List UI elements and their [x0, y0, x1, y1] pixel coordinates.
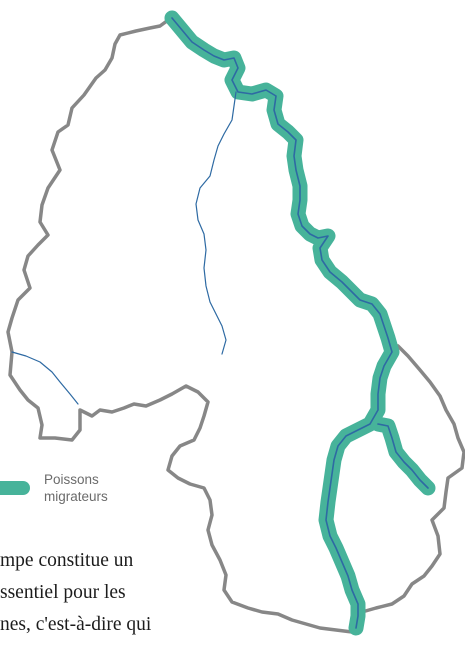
tributary-river-north: [195, 91, 237, 355]
migratory-fish-band: [164, 10, 400, 636]
body-text-line-3: nes, c'est-à-dire qui: [0, 614, 152, 635]
body-text-line-2: ssentiel pour les: [0, 582, 126, 603]
migratory-fish-band-branch: [370, 416, 436, 496]
body-text: mpe constitue un ssentiel pour les nes, …: [0, 545, 465, 641]
migratory-fish-legend-swatch: [0, 481, 30, 495]
main-river-branch: [377, 423, 429, 489]
main-river: [171, 17, 393, 629]
migratory-fish-legend-label: Poissons migrateurs: [44, 472, 108, 504]
basin-boundary: [6, 16, 465, 634]
map-legend: Poissons migrateurs: [0, 470, 108, 506]
tributary-river-west: [11, 351, 79, 405]
body-text-line-1: mpe constitue un: [0, 550, 134, 571]
